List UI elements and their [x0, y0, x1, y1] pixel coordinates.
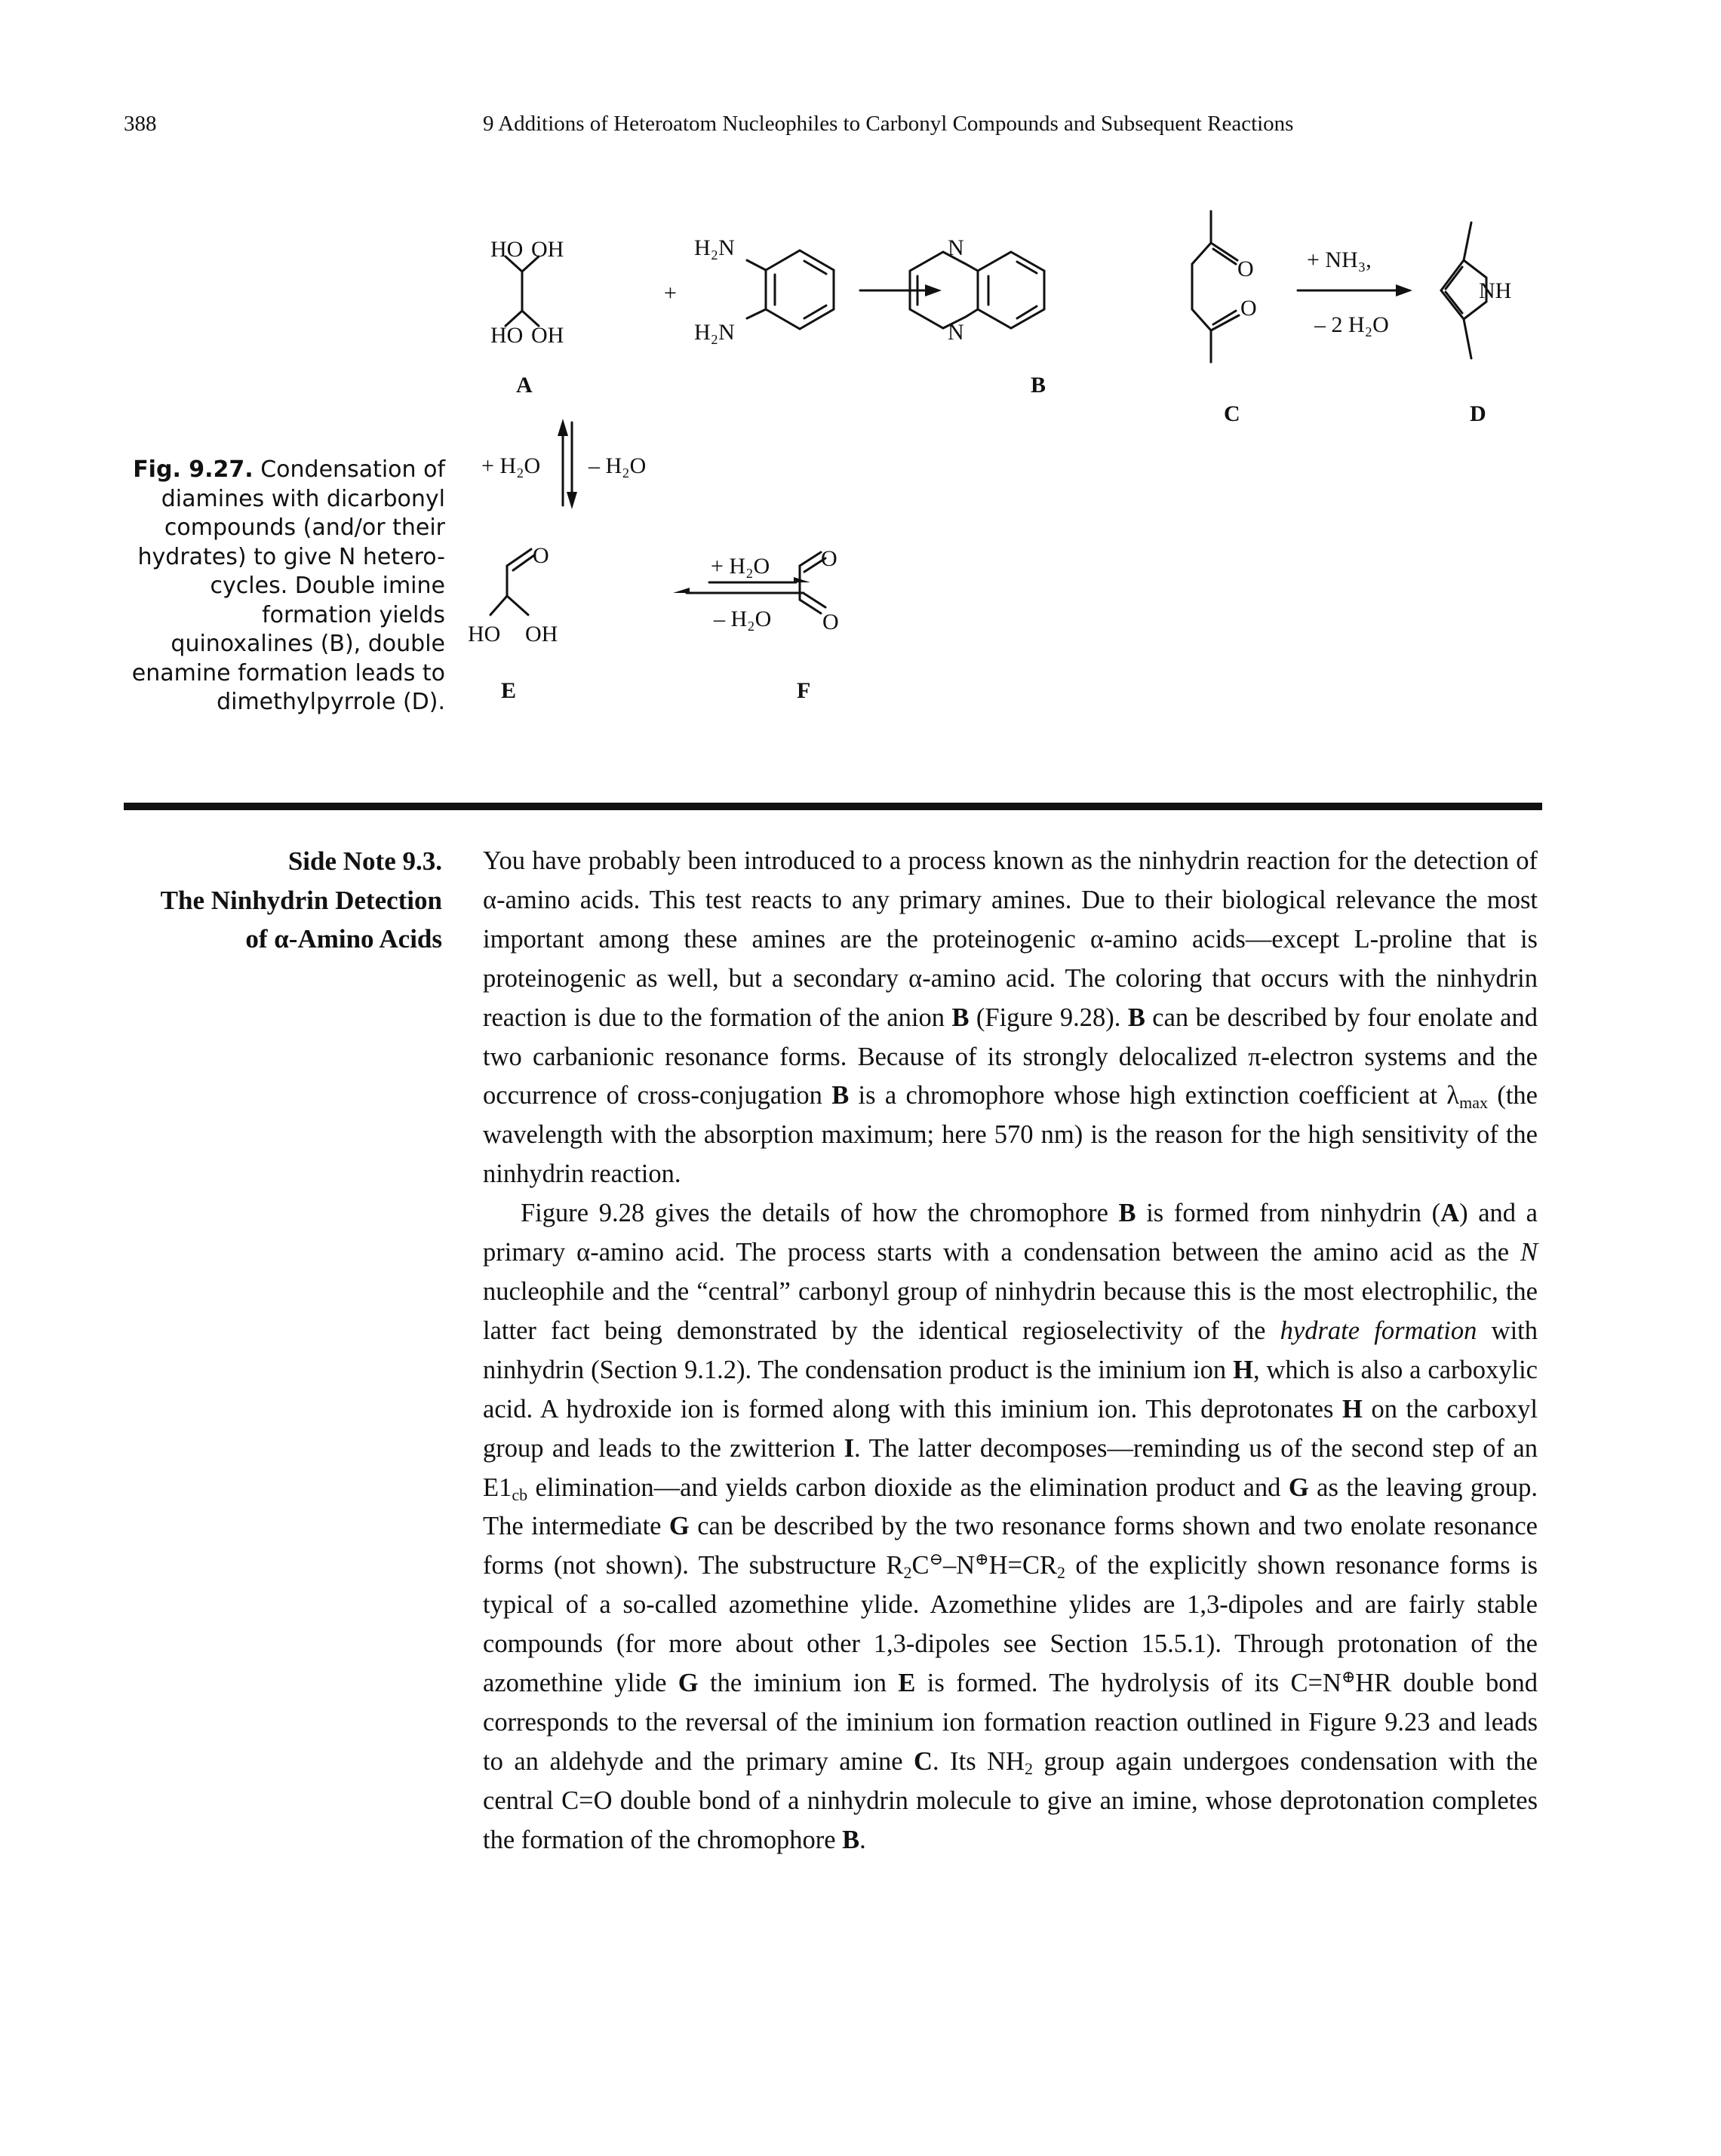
atom-b-n-top: N [948, 235, 964, 260]
pyrrole-double-1 [1444, 266, 1464, 290]
condition-minus-h2o-vertical: – H₂O [588, 453, 646, 478]
label-compound-e: E [501, 678, 516, 703]
figure-caption-text: Condensation of diamines with dicarbonyl… [131, 456, 445, 715]
bond-c-chain [1191, 241, 1212, 332]
section-rule [124, 803, 1542, 810]
atom-f-o-bottom: O [822, 610, 839, 634]
bond-d-methyl-top [1462, 221, 1473, 262]
bond-c-carbonyl-bottom [1209, 314, 1240, 332]
atom-a-ho-top: HO [490, 237, 523, 262]
label-compound-a: A [516, 373, 533, 398]
atom-e-o: O [533, 543, 549, 568]
bond-c-carbonyl-bottom-double [1212, 309, 1237, 326]
quinoxaline-double-2 [1016, 260, 1038, 275]
side-note-line-2: The Ninhydrin Detection [160, 885, 442, 915]
benzene-double-1 [803, 260, 828, 275]
bond-c-carbonyl-top [1209, 241, 1239, 262]
arrow-to-b-head [925, 284, 942, 296]
bond-f-carbonyl-bottom-double [803, 592, 827, 609]
condition-plus-h2o-horizontal: + H₂O [711, 554, 770, 579]
bond-e-gem-diol [489, 594, 530, 616]
equilibrium-down-head [567, 492, 577, 509]
condition-minus-h2o-horizontal: – H₂O [713, 607, 771, 631]
equilibrium-up-head [558, 419, 568, 436]
atom-nh2-top: H₂N [694, 235, 735, 260]
atom-e-oh: OH [525, 622, 558, 646]
paragraph-2: Figure 9.28 gives the details of how the… [483, 1199, 1538, 1854]
atom-e-ho: HO [468, 622, 500, 646]
pyrrole-double-2 [1444, 290, 1464, 315]
arrow-to-d-head [1396, 284, 1412, 296]
equilibrium-left-head [673, 588, 690, 593]
bond-f-carbonyl-top-double [803, 557, 827, 573]
figure-caption: Fig. 9.27. Condensation of diamines with… [113, 456, 445, 717]
label-compound-b: B [1031, 373, 1046, 398]
bond-e-carbonyl [506, 548, 533, 567]
benzene-double-2 [803, 304, 828, 320]
running-header: 388 9 Additions of Heteroatom Nucleophil… [0, 112, 1721, 149]
bond-d-methyl-bottom [1462, 318, 1473, 360]
atom-c-o-bottom: O [1240, 296, 1257, 321]
bond-nh2-top [745, 259, 767, 272]
figure-caption-label: Fig. 9.27. [133, 456, 254, 483]
quinoxaline-double-3 [1016, 305, 1038, 320]
plus-sign: + [664, 281, 677, 306]
body-text: You have probably been introduced to a p… [483, 842, 1538, 1860]
bond-f-carbonyl-top [798, 551, 822, 567]
paragraph-1: You have probably been introduced to a p… [483, 846, 1538, 1189]
bond-c-carbonyl-top-double [1212, 247, 1237, 266]
running-head: 9 Additions of Heteroatom Nucleophiles t… [483, 112, 1294, 136]
bond-nh2-bottom [745, 308, 767, 320]
side-note-line-3: of α-Amino Acids [245, 924, 442, 954]
atom-a-ho-bottom: HO [490, 323, 523, 348]
atom-f-o-top: O [821, 546, 837, 571]
label-compound-c: C [1224, 401, 1240, 426]
side-note-line-1: Side Note 9.3. [287, 846, 442, 876]
equilibrium-right-head [794, 577, 810, 582]
atom-a-oh-bottom: OH [531, 323, 564, 348]
atom-b-n-bottom: N [948, 320, 964, 345]
reaction-scheme-svg: HO OH HO OH + H₂N H₂N N N O O NH O HO OH… [468, 210, 1511, 703]
reaction-scheme: HO OH HO OH + H₂N H₂N N N O O NH O HO OH… [453, 189, 1584, 732]
atom-a-oh-top: OH [531, 237, 564, 262]
atom-d-nh: NH [1479, 278, 1511, 303]
label-compound-d: D [1470, 401, 1486, 426]
side-note-title: Side Note 9.3. The Ninhydrin Detection o… [113, 842, 442, 959]
bond-f-carbonyl-bottom [798, 598, 822, 615]
pyrrole-ring [1440, 258, 1488, 321]
condition-plus-h2o-vertical: + H₂O [481, 453, 540, 478]
label-compound-f: F [797, 678, 810, 703]
atom-nh2-bottom: H₂N [694, 320, 735, 345]
page-number: 388 [124, 112, 157, 136]
condition-minus-2h2o: – 2 H₂O [1314, 312, 1389, 337]
atom-c-o-top: O [1237, 256, 1254, 281]
bond-a-bottom [504, 309, 540, 327]
bond-e-carbonyl-double [512, 554, 536, 572]
condition-plus-nh3: + NH₃, [1307, 247, 1372, 272]
